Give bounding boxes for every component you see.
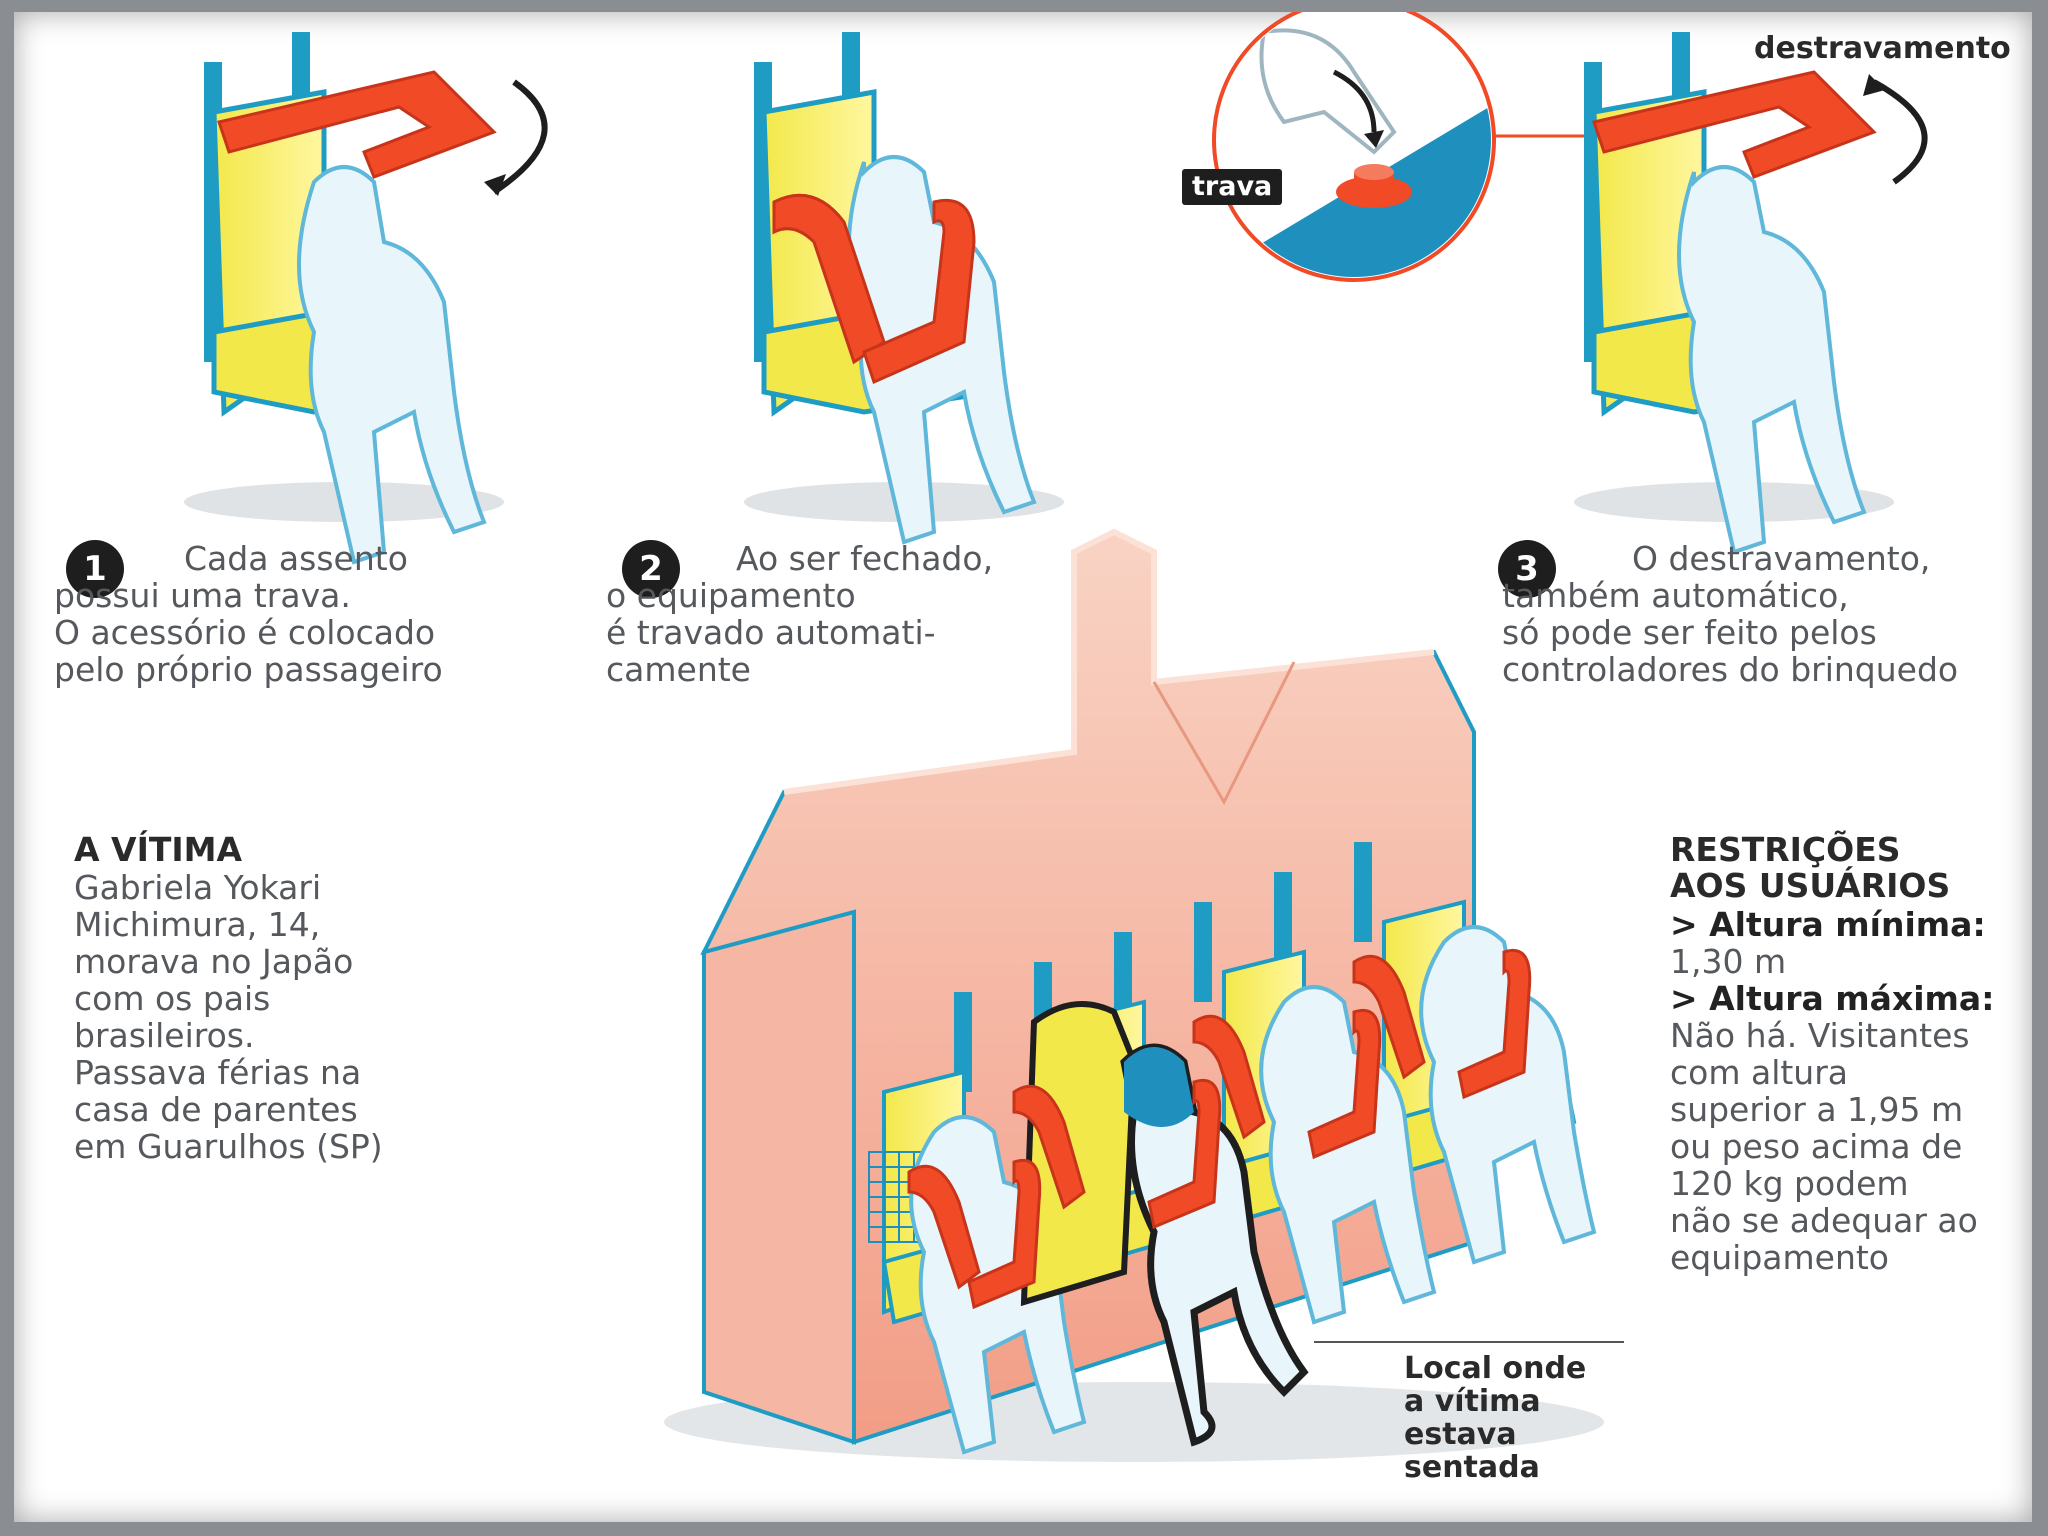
trava-label: trava [1182,169,1283,205]
lock-detail-circle [1212,12,1496,282]
max-height-label: > Altura máxima: [1670,979,1995,1018]
restrictions-heading: RESTRIÇÕES AOS USUÁRIOS [1670,830,1951,905]
step-2-text: Ao ser fechado, o equipamento é travado … [606,539,994,689]
step-2-seat-illustration [744,32,1064,545]
ride-illustration [184,12,1928,1462]
victim-seat-callout: Local onde a vítima estava sentada [1404,1351,1587,1485]
destravamento-label: destravamento [1754,31,2011,66]
victim-heading: A VÍTIMA [74,830,243,869]
infographic-frame: trava destravamento 1 Cada assento possu… [14,12,2032,1522]
step-1-text: Cada assento possui uma trava. O acessór… [54,539,443,689]
max-height-value: Não há. Visitantes com altura superior a… [1670,1016,1978,1277]
step-3-number: 3 [1498,540,1556,598]
step-3-seat-illustration [1494,32,1928,555]
seat-row [868,899,1624,1455]
min-height-label: > Altura mínima: [1670,905,1986,944]
victim-text: Gabriela Yokari Michimura, 14, morava no… [74,868,383,1166]
step-3-text: O destravamento, também automático, só p… [1502,539,1959,689]
step-1-number: 1 [66,540,124,598]
min-height-value: 1,30 m [1670,942,1787,981]
step-1-seat-illustration [184,32,548,565]
step-2-number: 2 [622,540,680,598]
